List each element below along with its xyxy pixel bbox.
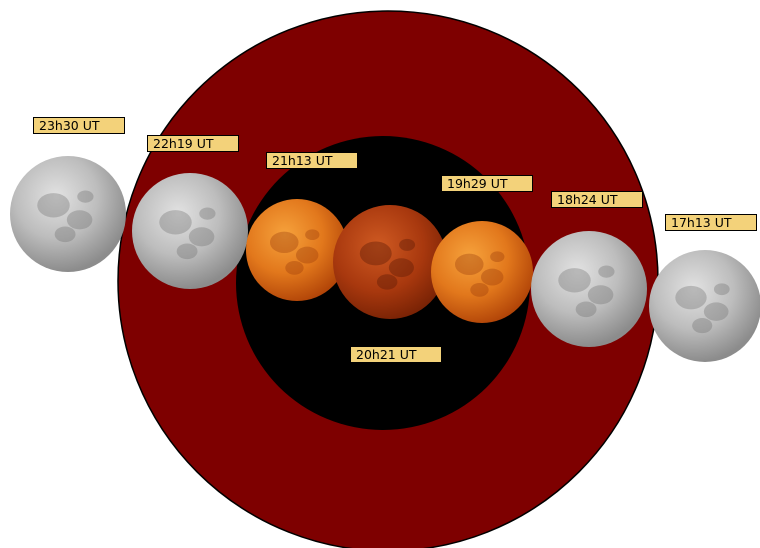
moon-mare: [588, 285, 614, 304]
moon-mare: [399, 239, 415, 251]
moon-23h30: [10, 156, 126, 272]
moon-mare: [159, 210, 191, 234]
moon-mare: [692, 318, 712, 333]
moon-disc: [132, 173, 248, 289]
time-label-18h24: 18h24 UT: [551, 191, 643, 208]
time-label-22h19: 22h19 UT: [147, 135, 239, 152]
moon-disc: [10, 156, 126, 272]
moon-mare: [296, 247, 318, 264]
moon-disc: [246, 199, 348, 301]
moon-20h21: [333, 205, 447, 319]
moon-mare: [389, 258, 414, 277]
moon-mare: [67, 210, 93, 229]
moon-mare: [270, 232, 299, 253]
moon-mare: [558, 268, 590, 292]
moon-mare: [285, 261, 303, 275]
moon-mare: [470, 283, 488, 297]
moon-mare: [199, 208, 215, 220]
moon-18h24: [531, 231, 647, 347]
moon-mare: [177, 243, 198, 259]
moon-mare: [481, 269, 503, 286]
moon-17h13: [649, 250, 760, 362]
moon-disc: [333, 205, 447, 319]
moon-mare: [189, 227, 215, 246]
time-label-21h13: 21h13 UT: [266, 152, 358, 169]
moon-disc: [431, 221, 533, 323]
time-label-19h29: 19h29 UT: [441, 175, 533, 192]
moon-mare: [490, 251, 504, 262]
time-label-17h13: 17h13 UT: [665, 214, 757, 231]
moon-disc: [649, 250, 760, 362]
moon-mare: [360, 241, 392, 265]
time-label-20h21: 20h21 UT: [350, 346, 442, 363]
moon-19h29: [431, 221, 533, 323]
moon-mare: [598, 266, 614, 278]
moon-mare: [704, 302, 729, 320]
moon-mare: [37, 193, 69, 217]
moon-mare: [55, 226, 76, 242]
moon-mare: [305, 229, 319, 240]
moon-mare: [576, 301, 597, 317]
moon-disc: [531, 231, 647, 347]
moon-mare: [714, 283, 730, 295]
moon-mare: [455, 254, 484, 275]
time-label-23h30: 23h30 UT: [33, 117, 125, 134]
moon-mare: [675, 286, 706, 310]
moon-22h19: [132, 173, 248, 289]
moon-mare: [77, 191, 93, 203]
moon-21h13: [246, 199, 348, 301]
moon-mare: [377, 274, 398, 289]
